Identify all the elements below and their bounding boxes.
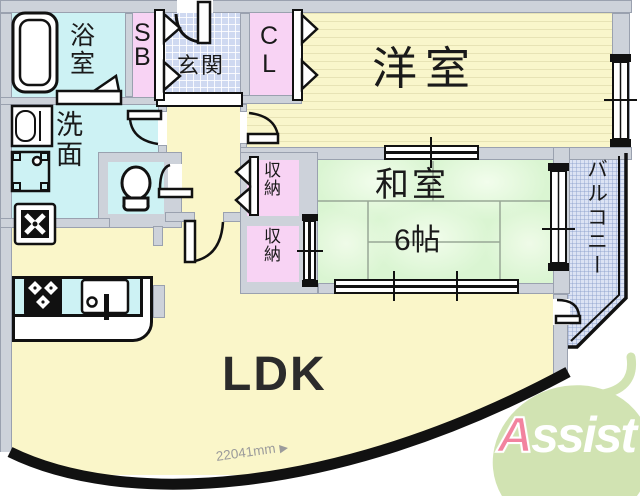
wall-hall-bottom-right (223, 212, 247, 222)
entrance-step (156, 92, 243, 107)
wall-under-bath (0, 97, 160, 105)
toilet-door-gap (168, 164, 182, 194)
washroom-door-gap (158, 112, 167, 145)
wall-bath-right (125, 13, 133, 97)
bath-room (12, 13, 125, 97)
western-door-gap (240, 112, 247, 143)
assist-logo-first-letter: A (496, 407, 534, 463)
japanese-room-size-label: 6帖 (394, 224, 441, 257)
wall-under-cl (240, 95, 302, 104)
balcony-door-gap (553, 299, 570, 325)
wall-stub-a (153, 226, 163, 246)
wall-wash-hall-b (158, 145, 167, 155)
storage-lower (247, 226, 299, 282)
kitchen-counter-top (12, 276, 143, 317)
wall-left (0, 13, 12, 455)
japanese-room-label: 和室 (375, 166, 449, 204)
wall-western-right (612, 13, 630, 147)
shoe-box (133, 13, 157, 97)
dimension-arrow-icon: ▶ (278, 441, 289, 456)
wall-hall-right-a (240, 104, 247, 112)
wall-entrance-right (240, 13, 250, 97)
shoe-box-label: S B (134, 19, 151, 71)
balcony-label: バルコニー (584, 158, 608, 278)
wall-top (0, 0, 632, 13)
japanese-room (318, 160, 553, 283)
storage-upper-label: 収 納 (264, 161, 281, 199)
washroom-label: 洗 面 (56, 110, 83, 171)
storage-lower-label: 収 納 (264, 227, 281, 265)
ldk-label: LDK (222, 348, 327, 401)
wall-hall-bottom-left (165, 212, 195, 222)
wall-japanese-bottom (318, 283, 570, 294)
western-room-label: 洋室 (372, 43, 479, 94)
wall-balcony-left (553, 147, 570, 294)
wall-stub-kitchen (153, 285, 165, 318)
front-door-gap (177, 0, 213, 13)
bath-label: 浴 室 (70, 22, 96, 78)
toilet-room (108, 162, 164, 214)
washroom-area (12, 97, 166, 155)
closet-cl (250, 13, 294, 97)
entrance-label: 玄関 (177, 53, 226, 78)
wall-wash-bottom (0, 218, 110, 228)
assist-logo: Assist (496, 407, 637, 463)
closet-label: C L (260, 22, 279, 78)
assist-logo-rest: ssist (531, 407, 637, 463)
washroom-area-lower (12, 155, 98, 218)
wall-cl-right (294, 13, 302, 97)
